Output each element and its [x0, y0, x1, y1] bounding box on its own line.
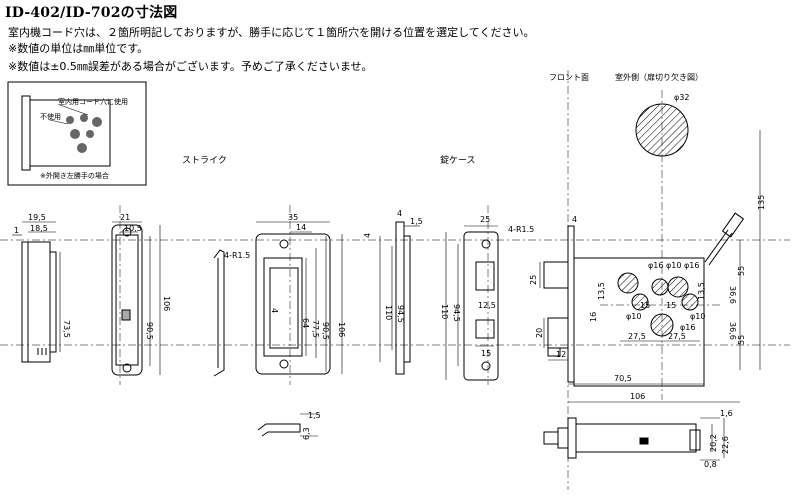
dim-70-5: 70,5: [614, 374, 632, 383]
note-unit: ※数値の単位は㎜単位です。: [8, 42, 149, 55]
dim-94-5-b: 94,5: [452, 304, 461, 322]
inset-diagram: 室内用コード穴に使用 不使用 ※外開き左勝手の場合: [7, 81, 147, 186]
dim-20-2: 20,2: [709, 434, 718, 452]
dim-90-5-b: 90,5: [321, 322, 330, 340]
dim-15-a: 15: [481, 349, 491, 358]
label-outdoor: 室外側（扉切り欠き図）: [615, 72, 703, 82]
label-strike: ストライク: [182, 155, 227, 166]
dim-27-5-b: 27,5: [668, 332, 686, 341]
page-title: ID-402/ID-702の寸法図: [5, 5, 178, 21]
dim-4-a: 4: [270, 308, 279, 313]
inset-unused-label: 不使用: [40, 112, 61, 121]
dim-1-5-a: 1,5: [410, 217, 423, 226]
dim-4-c: 4: [572, 215, 577, 224]
dim-22-6: 22,6: [721, 436, 730, 454]
inset-caption: ※外開き左勝手の場合: [40, 171, 109, 180]
dim-110-b: 110: [440, 304, 449, 319]
strike-clip: [257, 413, 318, 437]
dim-55-b: 55: [737, 335, 746, 345]
dim-90-5-a: 90,5: [145, 322, 154, 340]
strike-box-side: [21, 241, 57, 363]
lock-body-side: [543, 225, 705, 387]
dim-phi16-b: φ16: [684, 261, 699, 270]
dim-110-a: 110: [384, 305, 393, 320]
dim-25-a: 25: [480, 215, 490, 224]
dim-106-a: 106: [162, 296, 171, 311]
dim-27-5-a: 27,5: [628, 332, 646, 341]
dim-13-5-b: 13,5: [697, 282, 706, 300]
dim-36-6-b: 36,6: [728, 322, 737, 340]
dim-18-5: 18,5: [30, 224, 48, 233]
dim-10-5: 10,5: [124, 224, 142, 233]
dim-r1-5-b: 4-R1.5: [508, 225, 534, 234]
strike-plate-front: [255, 233, 331, 375]
dim-19-5: 19,5: [28, 213, 46, 222]
dim-36-6-a: 36,6: [728, 286, 737, 304]
strike-plate-side: [213, 249, 225, 377]
dim-14: 14: [296, 223, 306, 232]
dim-12-5: 12,5: [478, 301, 496, 310]
dim-phi10-a: φ10: [666, 261, 681, 270]
dim-135: 135: [757, 195, 766, 210]
dim-phi32: φ32: [674, 93, 689, 102]
dim-r1-5-a: 4-R1.5: [224, 251, 250, 260]
dim-12: 12: [556, 350, 566, 359]
dim-55-a: 55: [737, 266, 746, 276]
inset-cord-label: 室内用コード穴に使用: [58, 97, 128, 106]
dim-77-5: 77,5: [311, 320, 320, 338]
door-cutout-holes: [617, 103, 699, 337]
dim-13-5-a: 13,5: [597, 282, 606, 300]
dim-73-5: 73,5: [62, 320, 71, 338]
dim-20: 20: [535, 328, 544, 338]
note-cord-hole: 室内機コード穴は、２箇所明記しておりますが、勝手に応じて１箇所穴を開ける位置を選…: [8, 26, 535, 39]
dim-106-c: 106: [630, 392, 645, 401]
dim-106-b: 106: [337, 322, 346, 337]
dim-phi16-c: φ16: [680, 323, 695, 332]
dim-16: 16: [589, 312, 598, 322]
dim-15-b: 15: [640, 301, 650, 310]
note-tolerance: ※数値は±0.5㎜誤差がある場合がございます。予めご了承くださいませ。: [8, 60, 373, 73]
dim-4-b2: 4: [397, 209, 402, 218]
dim-4-b: 4: [363, 233, 372, 238]
dim-94-5-a: 94,5: [396, 305, 405, 323]
screwdriver-icon: [704, 212, 745, 266]
dim-6-3: 6,3: [302, 427, 311, 440]
dim-phi10-b: φ10: [626, 312, 641, 321]
dim-25-b: 25: [529, 275, 538, 285]
dim-35: 35: [288, 213, 298, 222]
label-front: フロント面: [549, 73, 589, 82]
dim-1: 1: [14, 226, 19, 235]
dim-1-6: 1,6: [720, 409, 733, 418]
label-lock-case: 錠ケース: [440, 154, 476, 166]
dim-0-8: 0,8: [704, 460, 717, 469]
latch-bolt: [543, 417, 701, 459]
strike-box-front: [111, 224, 143, 376]
dim-1-5-b: 1,5: [308, 411, 321, 420]
dim-phi16-a: φ16: [648, 261, 663, 270]
lock-case-front: [463, 231, 499, 381]
dim-64: 64: [301, 318, 310, 328]
dim-15-c: 15: [666, 301, 676, 310]
dim-phi10-c: φ10: [690, 312, 705, 321]
lock-case-side: [395, 221, 411, 375]
dim-21: 21: [120, 213, 130, 222]
